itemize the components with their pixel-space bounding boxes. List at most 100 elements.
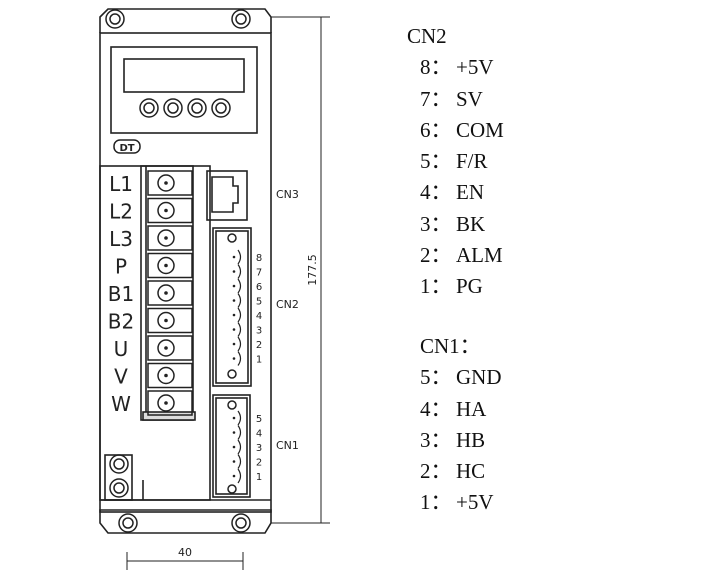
cn2-pin-row: 8：+5V: [407, 52, 504, 83]
aux-terminal-screw: [109, 454, 129, 474]
cn2-pin-row: 3：BK: [407, 209, 504, 240]
pin-number: 4：: [420, 396, 452, 421]
cn2-pin-number: 3: [256, 326, 262, 337]
pin-number: 3：: [420, 427, 452, 452]
cn2-pin: [232, 328, 236, 331]
pin-signal: HA: [456, 396, 487, 421]
power-terminal: [147, 335, 193, 361]
cn2-pin-number: 8: [256, 253, 262, 264]
pin-number: 1：: [420, 490, 452, 515]
pin-number: 6：: [420, 117, 452, 142]
cn2-pin-number: 7: [256, 268, 262, 279]
cn1-pin-row: 3：HB: [420, 425, 502, 456]
cn1-pin-number: 3: [256, 443, 262, 454]
cn1-pin-row: 5：GND: [420, 362, 502, 393]
top-mounting-flange: [99, 8, 272, 33]
mounting-screw-icon: [231, 9, 251, 29]
pin-number: 5：: [420, 149, 452, 174]
cn1-pin-number: 4: [256, 429, 262, 440]
cn1-pin-number: 1: [256, 472, 262, 483]
aux-terminal-screw: [109, 478, 129, 498]
mounting-screw-icon: [231, 513, 251, 533]
cn2-pin-number: 5: [256, 297, 262, 308]
panel-button[interactable]: [187, 98, 207, 118]
panel-button[interactable]: [211, 98, 231, 118]
power-terminal: [147, 390, 193, 416]
cn2-pin: [232, 357, 236, 360]
pin-signal: PG: [456, 274, 483, 299]
pin-signal: BK: [456, 211, 486, 236]
pin-signal: GND: [456, 365, 502, 390]
cn2-pin-row: 5：F/R: [407, 146, 504, 177]
cn1-pin-number: 5: [256, 414, 262, 425]
cn1-pin-number: 2: [256, 458, 262, 469]
panel-frame: [110, 46, 258, 134]
cn2-pin-row: 7：SV: [407, 84, 504, 115]
panel-button[interactable]: [139, 98, 159, 118]
pin-number: 3：: [420, 211, 452, 236]
cn2-pin-row: 4：EN: [407, 177, 504, 208]
cn1-pin: [232, 460, 236, 463]
power-terminal: [147, 170, 193, 196]
cn2-pin: [232, 270, 236, 273]
cn1-pin-row: 1：+5V: [420, 487, 502, 518]
pin-signal: HC: [456, 459, 486, 484]
pin-signal: HB: [456, 427, 486, 452]
cn2-label: CN2: [276, 298, 299, 311]
pin-number: 2：: [420, 243, 452, 268]
cn2-pin-number: 2: [256, 340, 262, 351]
power-terminal: [147, 307, 193, 334]
mounting-screw-icon: [105, 9, 125, 29]
cn2-pin: [232, 313, 236, 317]
pin-number: 4：: [420, 180, 452, 205]
terminal-label-l1: L1: [109, 172, 133, 196]
lcd-display: [123, 58, 245, 93]
cn3-rj45-port: [206, 170, 248, 221]
power-terminal: [147, 252, 193, 279]
pin-number: 7：: [420, 86, 452, 111]
pin-signal: SV: [456, 86, 483, 111]
power-terminal: [147, 280, 193, 306]
cn2-pin: [232, 255, 236, 259]
cn2-pin-row: 2：ALM: [407, 240, 504, 271]
cn2-pin: [232, 342, 236, 346]
pin-signal: ALM: [456, 243, 503, 268]
cn2-pinout-title: CN2: [407, 24, 447, 48]
pin-signal: +5V: [456, 55, 494, 80]
terminal-label-w: W: [111, 392, 131, 416]
cn1-pin-row: 2：HC: [420, 456, 502, 487]
brand-logo: DT: [113, 139, 141, 154]
cn2-pin: [232, 284, 236, 288]
panel-button[interactable]: [163, 98, 183, 118]
width-dimension-value: 40: [178, 546, 192, 559]
cn3-label: CN3: [276, 188, 299, 201]
terminal-label-u: U: [114, 337, 129, 361]
cn1-pin: [232, 416, 236, 420]
cn2-pin-number: 4: [256, 311, 262, 322]
cn2-pin: [232, 299, 236, 302]
cn1-connector: [212, 394, 251, 498]
bottom-mounting-flange: [99, 509, 272, 534]
terminal-label-v: V: [114, 365, 128, 389]
terminal-label-b2: B2: [108, 310, 134, 334]
logo-text: DT: [119, 143, 134, 154]
cn2-pin-row: 1：PG: [407, 271, 504, 302]
terminal-label-b1: B1: [108, 282, 134, 306]
power-terminal: [147, 362, 193, 389]
cn1-pin: [232, 474, 236, 478]
cn2-pin-number: 1: [256, 355, 262, 366]
mounting-screw-icon: [118, 513, 138, 533]
pin-signal: EN: [456, 180, 484, 205]
pin-number: 8：: [420, 55, 452, 80]
height-dimension-value: 177.5: [306, 254, 319, 286]
cn1-pin: [232, 445, 236, 449]
terminal-label-l2: L2: [109, 200, 133, 224]
pin-number: 1：: [420, 274, 452, 299]
cn1-label: CN1: [276, 439, 299, 452]
terminal-label-l3: L3: [109, 227, 133, 251]
cn2-connector: [212, 227, 252, 387]
pin-signal: +5V: [456, 490, 494, 515]
cn2-pin-number: 6: [256, 282, 262, 293]
